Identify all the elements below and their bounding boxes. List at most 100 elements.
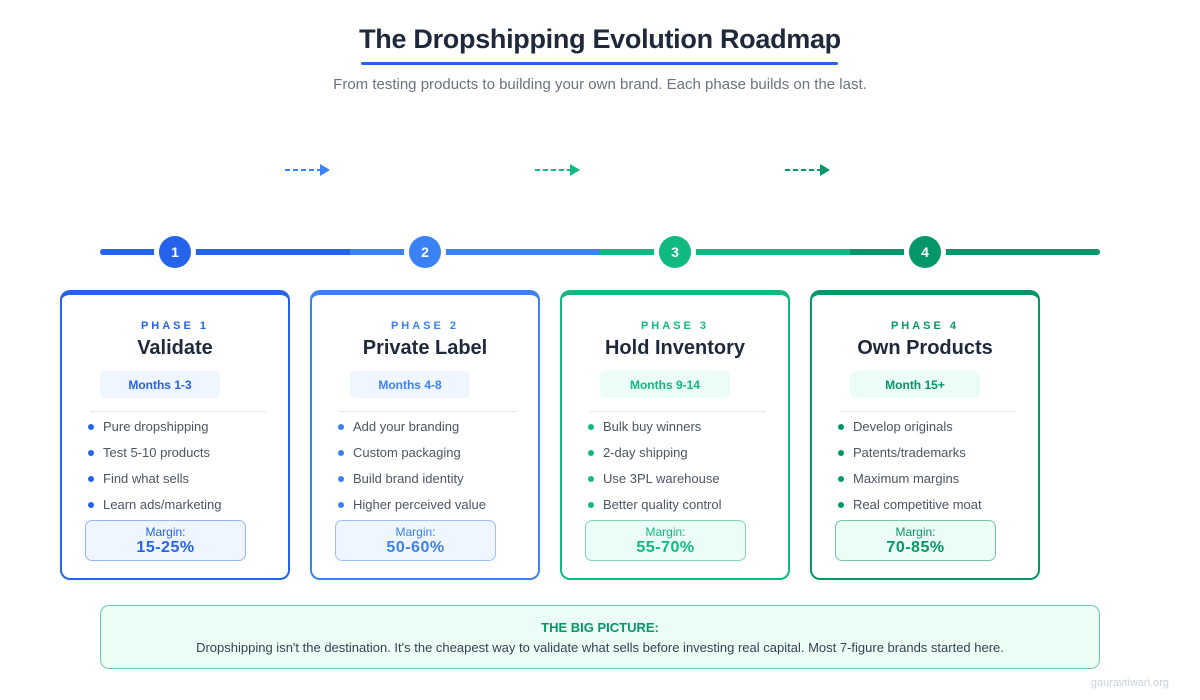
bullet-icon	[338, 476, 344, 482]
step-marker-3: 3	[659, 236, 691, 268]
list-item: Higher perceived value	[338, 492, 486, 518]
bullet-icon	[88, 502, 94, 508]
list-item: Build brand identity	[338, 466, 486, 492]
page-title: The Dropshipping Evolution Roadmap	[359, 24, 841, 54]
bullet-icon	[838, 450, 844, 456]
margin-box: Margin: 55-70%	[585, 520, 746, 561]
list-item-text: Build brand identity	[353, 471, 464, 486]
list-item: Bulk buy winners	[588, 414, 722, 440]
callout-heading: THE BIG PICTURE:	[541, 620, 659, 635]
bullet-icon	[838, 476, 844, 482]
bullet-icon	[588, 502, 594, 508]
phase-item-list: Bulk buy winners 2-day shipping Use 3PL …	[588, 414, 722, 518]
bullet-icon	[588, 424, 594, 430]
phase-title: Own Products	[857, 337, 993, 359]
list-item-text: Develop originals	[853, 419, 953, 434]
margin-value: 55-70%	[636, 539, 695, 556]
phase-card-1: PHASE 1 Validate Months 1-3 Pure dropshi…	[60, 290, 290, 580]
dashed-arrow-right-icon	[785, 164, 830, 176]
margin-value: 50-60%	[386, 539, 445, 556]
timeline-track	[100, 249, 1100, 255]
phase-label: PHASE 4	[890, 320, 960, 332]
list-item: Custom packaging	[338, 440, 486, 466]
phase-title: Validate	[137, 337, 213, 359]
phase-title: Private Label	[362, 337, 488, 359]
months-badge: Months 9-14	[600, 371, 730, 398]
divider	[840, 411, 1016, 412]
list-item-text: Test 5-10 products	[103, 445, 210, 460]
list-item-text: 2-day shipping	[603, 445, 688, 460]
margin-box: Margin: 50-60%	[335, 520, 496, 561]
list-item-text: Bulk buy winners	[603, 419, 702, 434]
margin-value: 15-25%	[136, 539, 195, 556]
bullet-icon	[338, 450, 344, 456]
list-item: Use 3PL warehouse	[588, 466, 722, 492]
margin-label: Margin:	[145, 525, 186, 539]
margin-label: Margin:	[895, 525, 936, 539]
margin-box: Margin: 15-25%	[85, 520, 246, 561]
list-item-text: Add your branding	[353, 419, 460, 434]
step-marker-1: 1	[159, 236, 191, 268]
list-item: 2-day shipping	[588, 440, 722, 466]
list-item: Test 5-10 products	[88, 440, 222, 466]
timeline-segment-4	[850, 249, 1100, 255]
list-item: Real competitive moat	[838, 492, 982, 518]
timeline-segment-3	[600, 249, 850, 255]
list-item-text: Pure dropshipping	[103, 419, 209, 434]
margin-box: Margin: 70-85%	[835, 520, 996, 561]
margin-label: Margin:	[645, 525, 686, 539]
list-item-text: Maximum margins	[853, 471, 960, 486]
bullet-icon	[88, 424, 94, 430]
list-item: Find what sells	[88, 466, 222, 492]
list-item: Pure dropshipping	[88, 414, 222, 440]
list-item-text: Patents/trademarks	[853, 445, 966, 460]
list-item-text: Higher perceived value	[353, 497, 486, 512]
timeline-segment-1	[100, 249, 350, 255]
list-item-text: Find what sells	[103, 471, 189, 486]
bullet-icon	[588, 476, 594, 482]
phase-label: PHASE 1	[140, 320, 210, 332]
list-item-text: Use 3PL warehouse	[603, 471, 720, 486]
watermark: gauravtiwari.org	[1090, 677, 1169, 689]
months-badge: Month 15+	[850, 371, 980, 398]
list-item: Add your branding	[338, 414, 486, 440]
callout-text: Dropshipping isn't the destination. It's…	[196, 640, 1004, 655]
big-picture-callout: THE BIG PICTURE: Dropshipping isn't the …	[100, 605, 1100, 669]
list-item-text: Custom packaging	[353, 445, 461, 460]
phase-card-3: PHASE 3 Hold Inventory Months 9-14 Bulk …	[560, 290, 790, 580]
list-item: Patents/trademarks	[838, 440, 982, 466]
title-underline	[361, 62, 838, 65]
phase-card-2: PHASE 2 Private Label Months 4-8 Add you…	[310, 290, 540, 580]
bullet-icon	[338, 424, 344, 430]
phase-label: PHASE 2	[390, 320, 460, 332]
phase-card-4: PHASE 4 Own Products Month 15+ Develop o…	[810, 290, 1040, 580]
divider	[340, 411, 516, 412]
divider	[90, 411, 266, 412]
divider	[590, 411, 766, 412]
list-item-text: Better quality control	[603, 497, 722, 512]
bullet-icon	[338, 502, 344, 508]
page-subtitle: From testing products to building your o…	[333, 76, 867, 93]
bullet-icon	[88, 450, 94, 456]
phase-item-list: Add your branding Custom packaging Build…	[338, 414, 486, 518]
list-item: Learn ads/marketing	[88, 492, 222, 518]
step-marker-4: 4	[909, 236, 941, 268]
phase-title: Hold Inventory	[604, 337, 745, 359]
months-badge: Months 4-8	[350, 371, 470, 398]
dashed-arrow-right-icon	[535, 164, 580, 176]
bullet-icon	[588, 450, 594, 456]
phase-item-list: Pure dropshipping Test 5-10 products Fin…	[88, 414, 222, 518]
months-badge: Months 1-3	[100, 371, 220, 398]
margin-value: 70-85%	[886, 539, 945, 556]
list-item: Maximum margins	[838, 466, 982, 492]
phase-item-list: Develop originals Patents/trademarks Max…	[838, 414, 982, 518]
list-item-text: Learn ads/marketing	[103, 497, 222, 512]
margin-label: Margin:	[395, 525, 436, 539]
list-item: Better quality control	[588, 492, 722, 518]
step-marker-2: 2	[409, 236, 441, 268]
bullet-icon	[88, 476, 94, 482]
bullet-icon	[838, 502, 844, 508]
timeline-segment-2	[350, 249, 600, 255]
list-item-text: Real competitive moat	[853, 497, 982, 512]
list-item: Develop originals	[838, 414, 982, 440]
